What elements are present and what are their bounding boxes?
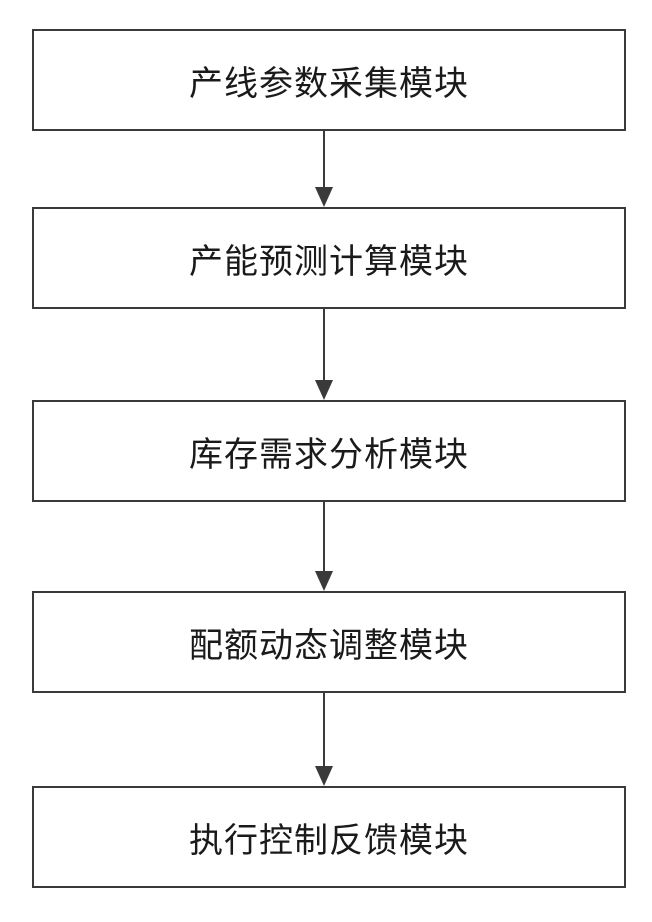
step-box-3: 库存需求分析模块 <box>32 400 626 502</box>
flow-arrow-3 <box>309 502 339 591</box>
step-box-5: 执行控制反馈模块 <box>32 786 626 888</box>
step-label-3: 库存需求分析模块 <box>189 427 469 476</box>
step-label-1: 产线参数采集模块 <box>189 56 469 105</box>
flow-arrow-1 <box>309 131 339 207</box>
flow-arrow-2 <box>309 309 339 400</box>
step-box-1: 产线参数采集模块 <box>32 29 626 131</box>
step-label-5: 执行控制反馈模块 <box>189 813 469 862</box>
flow-arrow-4 <box>309 693 339 786</box>
step-label-2: 产能预测计算模块 <box>189 234 469 283</box>
step-box-2: 产能预测计算模块 <box>32 207 626 309</box>
step-box-4: 配额动态调整模块 <box>32 591 626 693</box>
step-label-4: 配额动态调整模块 <box>189 618 469 667</box>
